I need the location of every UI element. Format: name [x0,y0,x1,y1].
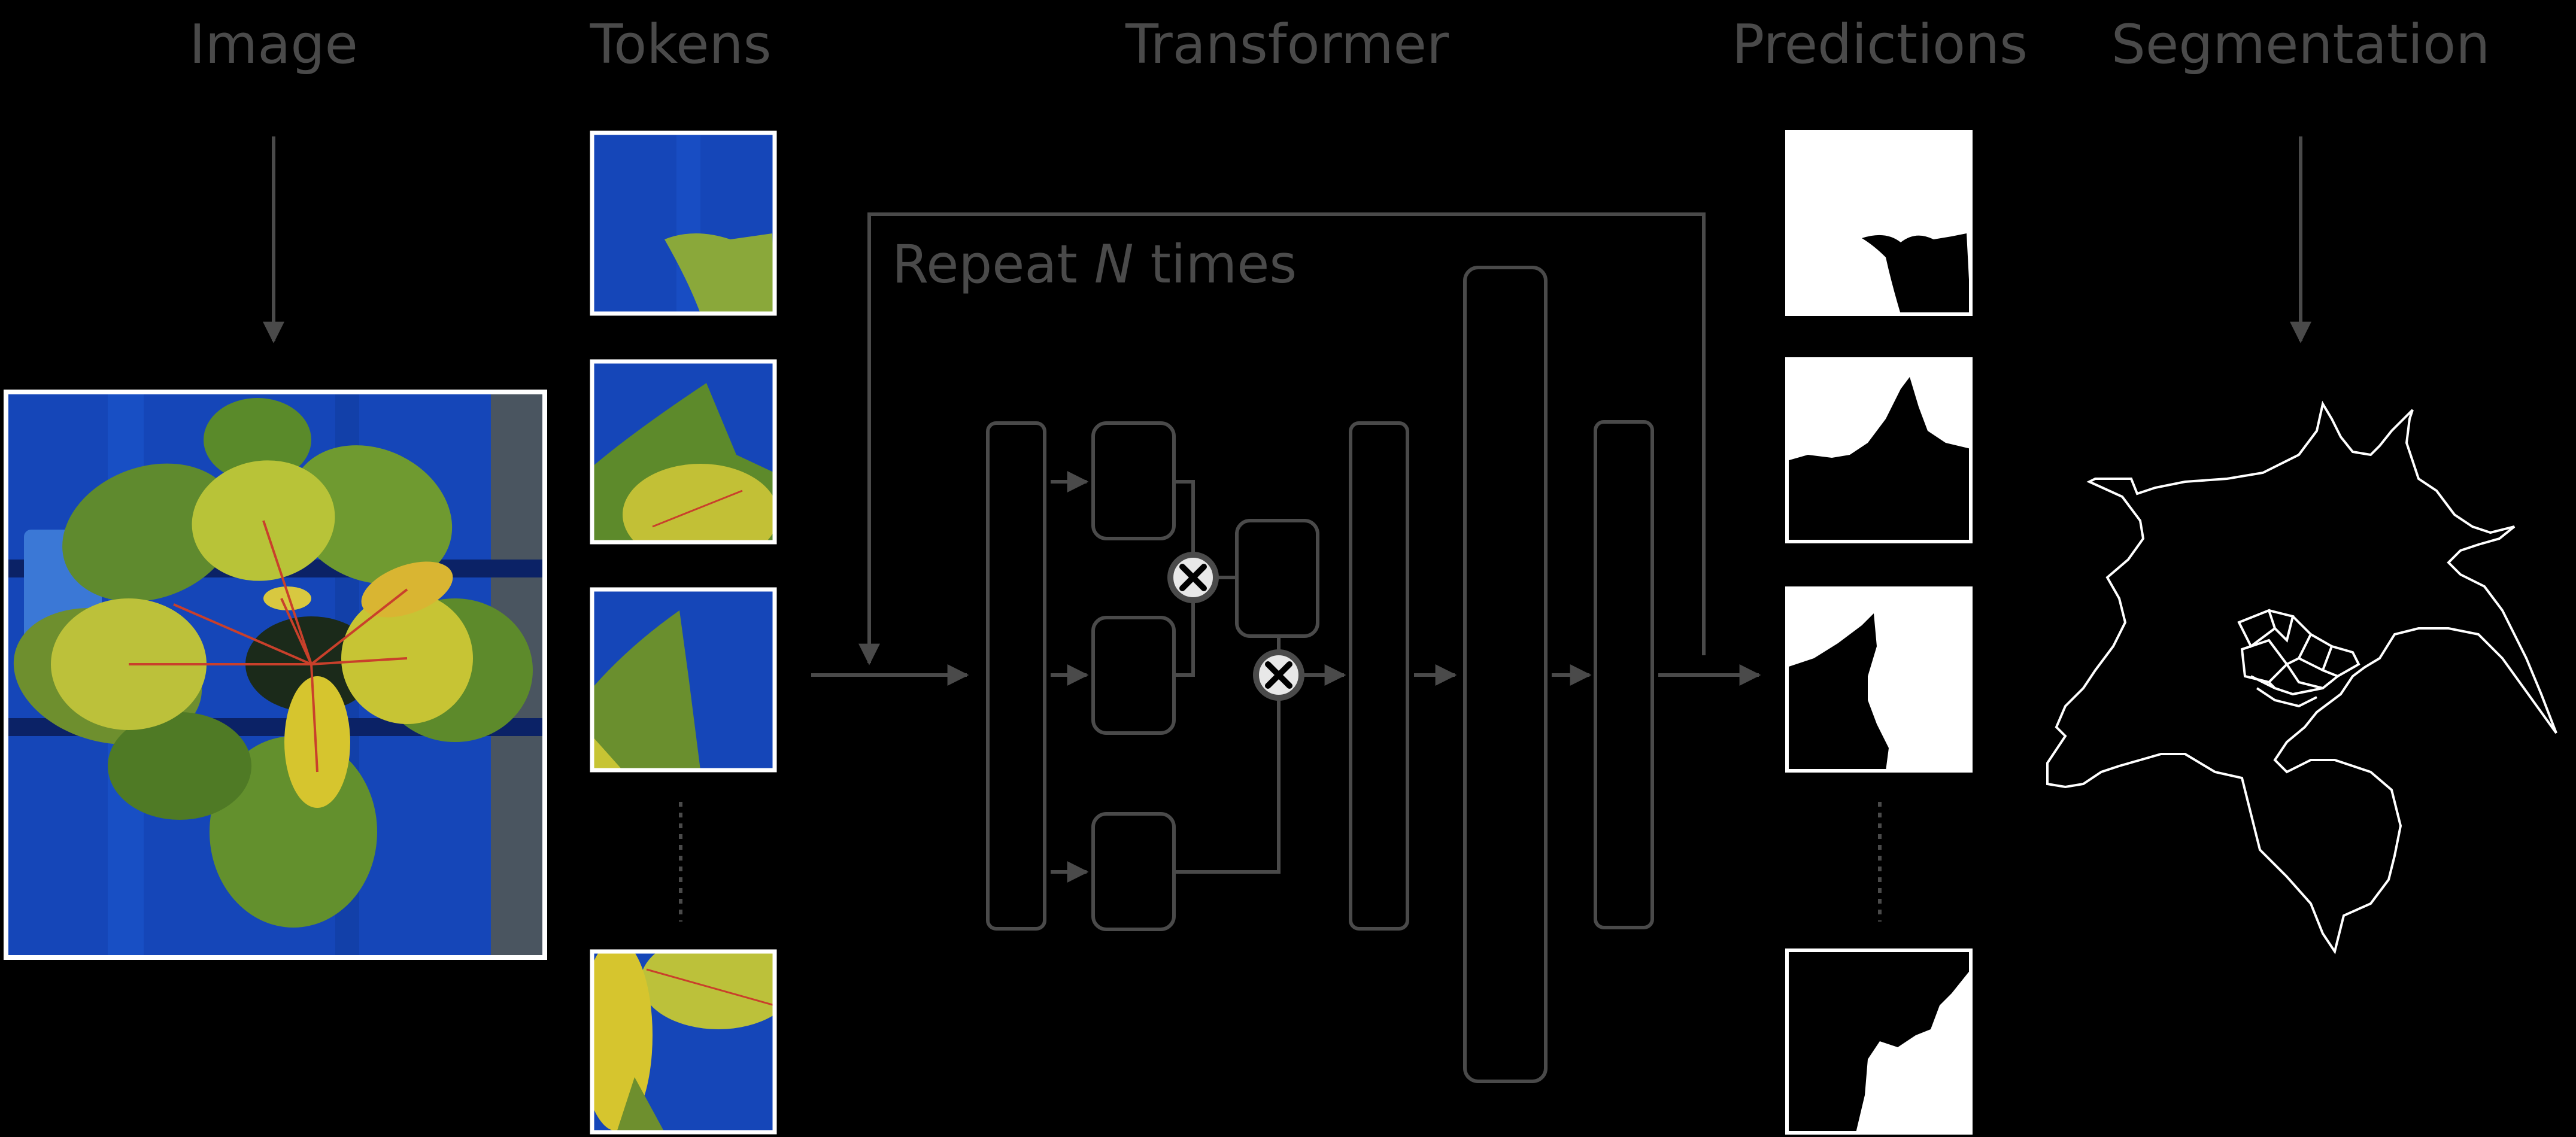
key-box [1091,616,1176,735]
prediction-mask-3 [1785,586,1973,773]
token-tile-2 [590,359,777,545]
mlp-block [1463,266,1548,1083]
transformer-block [811,212,1761,1083]
title-segmentation: Segmentation [2111,13,2490,76]
token-tile-1 [590,130,777,316]
title-tokens: Tokens [590,13,772,76]
segmentation-outline [2046,400,2557,954]
repeat-count-var: N [1094,233,1134,295]
prediction-mask-4 [1785,948,1973,1135]
prediction-mask-2 [1785,357,1973,543]
value-box [1091,812,1176,931]
repeat-loop-line [858,212,1706,665]
token-tile-4 [590,949,777,1135]
multiply-node-icon [1167,552,1219,603]
multiply-node-icon [1253,649,1304,701]
norm-layer-2 [1349,421,1409,931]
output-layer [1594,420,1654,929]
prediction-mask-1 [1785,130,1973,316]
query-box [1091,421,1176,540]
softmax-box [1235,519,1319,638]
token-tile-3 [590,587,777,773]
input-plant-image [4,390,547,960]
title-predictions: Predictions [1732,13,2028,76]
title-transformer: Transformer [1125,13,1449,76]
repeat-label: Repeat N times [892,233,1297,295]
title-image: Image [189,13,358,76]
norm-layer-1 [986,421,1046,931]
